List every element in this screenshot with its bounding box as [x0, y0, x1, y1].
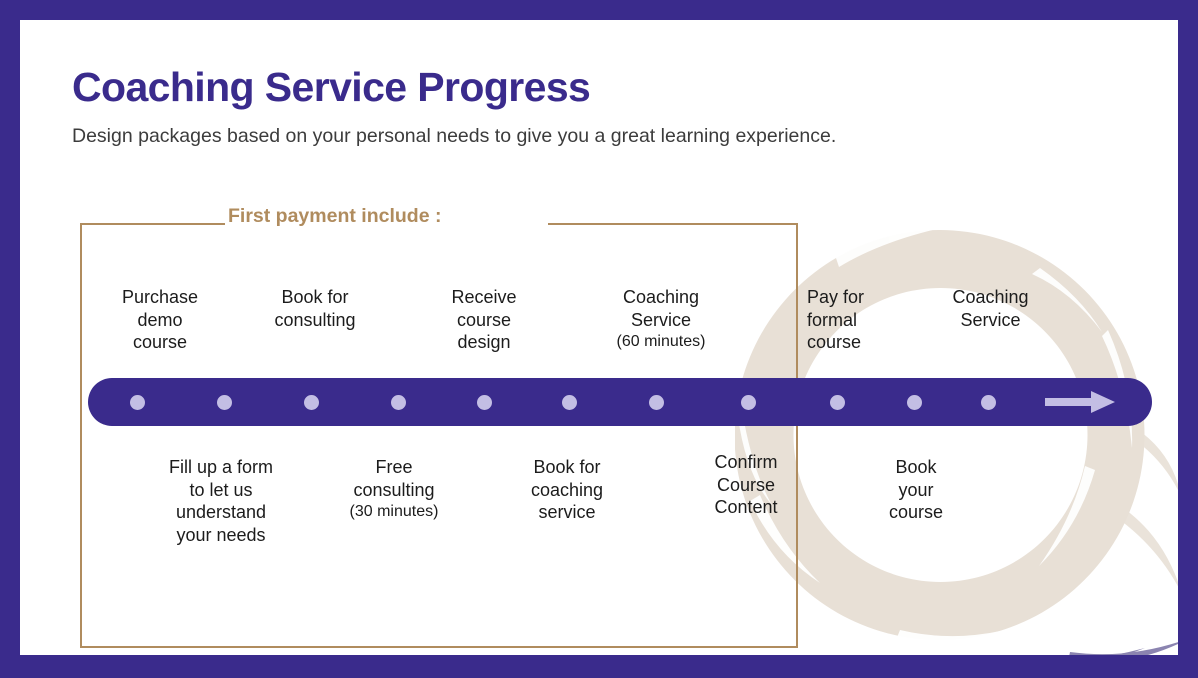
step-line-3: design — [457, 332, 511, 352]
bracket-left-edge — [80, 223, 82, 648]
step-line-4: your needs — [176, 524, 266, 545]
step-line-1: Book — [895, 457, 937, 477]
step-line-3: course — [132, 332, 188, 352]
bracket-top-left-edge — [80, 223, 227, 225]
timeline-dot[interactable] — [907, 395, 922, 410]
timeline-dot[interactable] — [981, 395, 996, 410]
timeline-dot[interactable] — [649, 395, 664, 410]
step-line-1: Book for — [533, 457, 601, 477]
step-note: (30 minutes) — [349, 503, 439, 520]
step-line-2: your — [898, 479, 934, 500]
step-line-2: demo — [137, 309, 183, 330]
step-line-1: Free — [375, 457, 413, 477]
step-bottom-book-for-coaching-service: Book for coaching service — [496, 456, 638, 524]
step-bottom-book-your-course: Book your course — [856, 456, 976, 524]
step-line-2: to let us — [189, 479, 253, 500]
bracket-right-edge — [796, 223, 798, 648]
timeline-dot[interactable] — [391, 395, 406, 410]
step-line-1: Confirm — [714, 452, 778, 472]
step-line-2: Course — [716, 474, 776, 495]
page-title: Coaching Service Progress — [72, 64, 591, 110]
step-line-3: service — [538, 502, 596, 522]
timeline-dot[interactable] — [477, 395, 492, 410]
step-top-pay-for-formal-course: Pay for formal course — [807, 286, 917, 354]
timeline-dot[interactable] — [217, 395, 232, 410]
timeline-dot[interactable] — [830, 395, 845, 410]
timeline-dot[interactable] — [562, 395, 577, 410]
step-top-coaching-service-60: Coaching Service (60 minutes) — [582, 286, 740, 354]
step-line-1: Pay for — [807, 287, 865, 307]
step-line-3: Content — [714, 497, 778, 517]
step-line-1: Coaching — [622, 287, 700, 307]
step-top-purchase-demo-course: Purchase demo course — [90, 286, 230, 354]
slide-canvas: Coaching Service Progress Design package… — [20, 20, 1178, 655]
step-line-2: formal — [807, 309, 858, 330]
step-line-2: consulting — [353, 479, 435, 500]
timeline-dot[interactable] — [741, 395, 756, 410]
step-line-1: Purchase — [121, 287, 199, 307]
step-line-2: coaching — [530, 479, 604, 500]
step-line-3: understand — [175, 502, 267, 522]
step-line-1: Fill up a form — [168, 457, 274, 477]
timeline-dot[interactable] — [304, 395, 319, 410]
step-bottom-confirm-course-content: Confirm Course Content — [685, 451, 807, 519]
step-top-receive-course-design: Receive course design — [414, 286, 554, 354]
bracket-label: First payment include : — [225, 205, 445, 228]
step-line-2: Service — [960, 309, 1021, 330]
arrow-right-icon — [1045, 391, 1115, 413]
step-line-1: Receive — [451, 287, 517, 307]
progress-timeline-bar[interactable] — [88, 378, 1152, 426]
step-line-2: Service — [630, 309, 692, 330]
step-line-3: course — [807, 332, 862, 352]
step-top-book-for-consulting: Book for consulting — [242, 286, 388, 331]
page-subtitle: Design packages based on your personal n… — [72, 125, 837, 147]
step-line-1: Coaching — [952, 287, 1029, 307]
step-bottom-free-consulting: Free consulting (30 minutes) — [320, 456, 468, 524]
bracket-top-right-edge — [548, 223, 798, 225]
step-top-coaching-service-2: Coaching Service — [918, 286, 1063, 331]
bracket-bottom-edge — [80, 646, 798, 648]
timeline-dot[interactable] — [130, 395, 145, 410]
step-line-2: course — [456, 309, 512, 330]
step-note: (60 minutes) — [616, 333, 706, 350]
step-bottom-fill-up-a-form: Fill up a form to let us understand your… — [140, 456, 302, 546]
step-line-1: Book for — [281, 287, 349, 307]
step-line-3: course — [888, 502, 944, 522]
step-line-2: consulting — [274, 309, 356, 330]
